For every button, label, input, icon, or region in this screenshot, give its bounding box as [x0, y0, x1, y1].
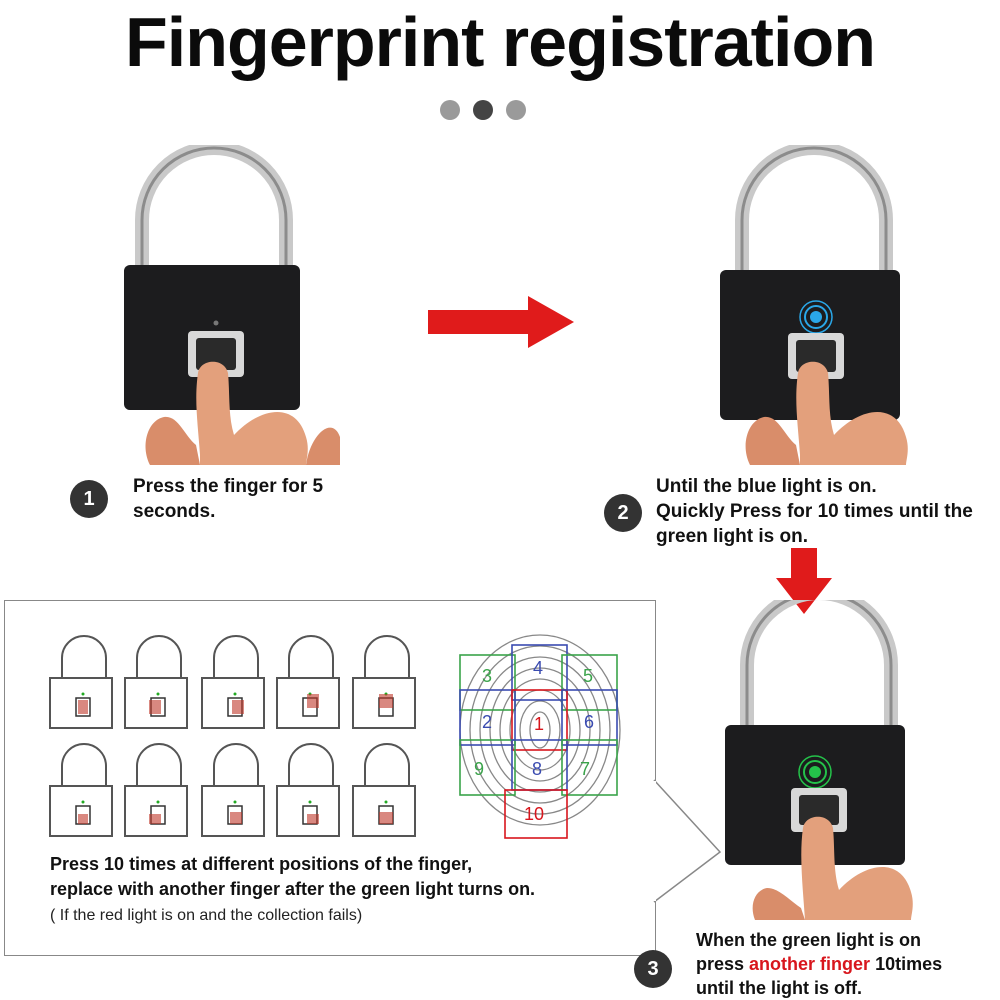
padlock-icon: [201, 743, 265, 837]
padlock-icon: [276, 743, 340, 837]
padlock-icon: [725, 600, 913, 920]
green-light-icon: [798, 755, 832, 789]
padlock-icon: [720, 145, 908, 465]
zone-9-label: 9: [474, 759, 484, 779]
carousel-dot-3[interactable]: [506, 100, 526, 120]
padlock-icon: [352, 635, 416, 729]
step-1-text: Press the finger for 5 seconds.: [133, 474, 323, 524]
panel-instructions: Press 10 times at different positions of…: [50, 852, 650, 902]
panel-instruction-line-1: Press 10 times at different positions of…: [50, 854, 473, 874]
step-2-line-1: Until the blue light is on.: [656, 476, 877, 497]
zone-3-label: 3: [482, 666, 492, 686]
fingerprint-icon: 3 4 5 2 1 6 9 8 7 10: [459, 634, 621, 839]
zone-1-label: 1: [534, 714, 544, 734]
padlock-icon: [49, 635, 113, 729]
step-2-line-3: green light is on.: [656, 526, 809, 547]
step-3-line-1: When the green light is on: [696, 930, 921, 950]
step-1-line-1: Press the finger for 5: [133, 476, 324, 497]
carousel-dots: [440, 100, 530, 122]
instruction-panel: [4, 600, 656, 956]
step-2-line-2: Quickly Press for 10 times until the: [656, 501, 973, 522]
padlock-icon: [124, 743, 188, 837]
carousel-dot-2[interactable]: [473, 100, 493, 120]
step-3-line-2-pre: press: [696, 954, 750, 974]
step-2-badge: 2: [604, 494, 642, 532]
padlock-grid: [49, 635, 416, 837]
padlock-icon: [124, 145, 340, 465]
finger-icon: [745, 361, 908, 465]
zone-6-label: 6: [584, 712, 594, 732]
finger-icon: [145, 361, 340, 465]
step-3-text: When the green light is on press another…: [696, 928, 996, 1000]
step-3-line-2-post: 10times: [870, 954, 943, 974]
zone-2-label: 2: [482, 712, 492, 732]
padlock-icon: [49, 743, 113, 837]
zone-10-label: 10: [524, 804, 544, 824]
zone-5-label: 5: [583, 666, 593, 686]
padlock-icon: [276, 635, 340, 729]
page-title: Fingerprint registration: [125, 3, 876, 81]
step-1-line-2: seconds.: [133, 501, 216, 522]
arrow-down-icon: [776, 548, 832, 614]
step-3-highlight: another finger: [749, 954, 871, 974]
zone-8-label: 8: [532, 759, 542, 779]
arrow-right-icon: [428, 296, 574, 348]
panel-instruction-line-2: replace with another finger after the gr…: [50, 879, 536, 899]
step-3-line-2: press another finger 10times: [696, 952, 996, 976]
padlock-icon: [124, 635, 188, 729]
zone-4-label: 4: [533, 658, 543, 678]
carousel-dot-1[interactable]: [440, 100, 460, 120]
zone-7-label: 7: [580, 759, 590, 779]
step-2-text: Until the blue light is on. Quickly Pres…: [656, 474, 996, 549]
panel-note: ( If the red light is on and the collect…: [50, 907, 363, 924]
step-3-badge: 3: [634, 950, 672, 988]
step-1-badge: 1: [70, 480, 108, 518]
padlock-icon: [352, 743, 416, 837]
padlock-icon: [201, 635, 265, 729]
blue-light-icon: [799, 300, 833, 334]
step-3-line-3: until the light is off.: [696, 978, 862, 998]
finger-icon: [752, 816, 913, 920]
